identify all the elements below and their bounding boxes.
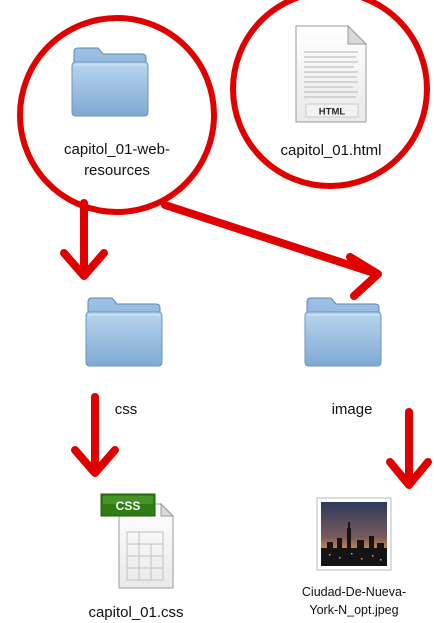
image-folder-label: image — [332, 401, 373, 418]
arrow-to-image-file — [386, 408, 432, 489]
css-badge: CSS — [116, 499, 141, 513]
image-file[interactable]: Ciudad-De-Nueva- York-N_opt.jpeg — [302, 497, 406, 617]
image-folder[interactable]: image — [304, 297, 382, 418]
html-document-icon: HTML — [295, 24, 368, 123]
html-file-label: capitol_01.html — [281, 142, 382, 159]
web-resources-folder-label-line1: capitol_01-web- — [64, 141, 170, 158]
css-file-label: capitol_01.css — [88, 604, 183, 621]
highlight-circle-html-file — [230, 0, 430, 189]
image-file-label-line2: York-N_opt.jpeg — [309, 603, 398, 617]
css-file[interactable]: CSS capitol_01.css — [88, 493, 184, 621]
folder-icon — [85, 297, 163, 367]
arrow-to-css-folder — [60, 199, 108, 280]
web-resources-folder[interactable]: capitol_01-web- resources — [64, 47, 170, 179]
html-badge: HTML — [319, 107, 346, 118]
highlight-circle-web-resources — [17, 15, 217, 215]
web-resources-folder-label-line2: resources — [84, 162, 150, 179]
folder-icon — [304, 297, 382, 367]
folder-icon — [71, 47, 149, 117]
image-thumbnail-icon — [316, 497, 392, 571]
image-file-label-line1: Ciudad-De-Nueva- — [302, 585, 406, 599]
css-document-icon: CSS — [100, 493, 175, 589]
arrow-to-image-folder — [161, 201, 382, 300]
css-folder-label: css — [115, 401, 138, 418]
html-file[interactable]: HTML capitol_01.html — [281, 24, 382, 159]
css-folder[interactable]: css — [85, 297, 163, 418]
arrow-to-css-file — [71, 393, 119, 477]
